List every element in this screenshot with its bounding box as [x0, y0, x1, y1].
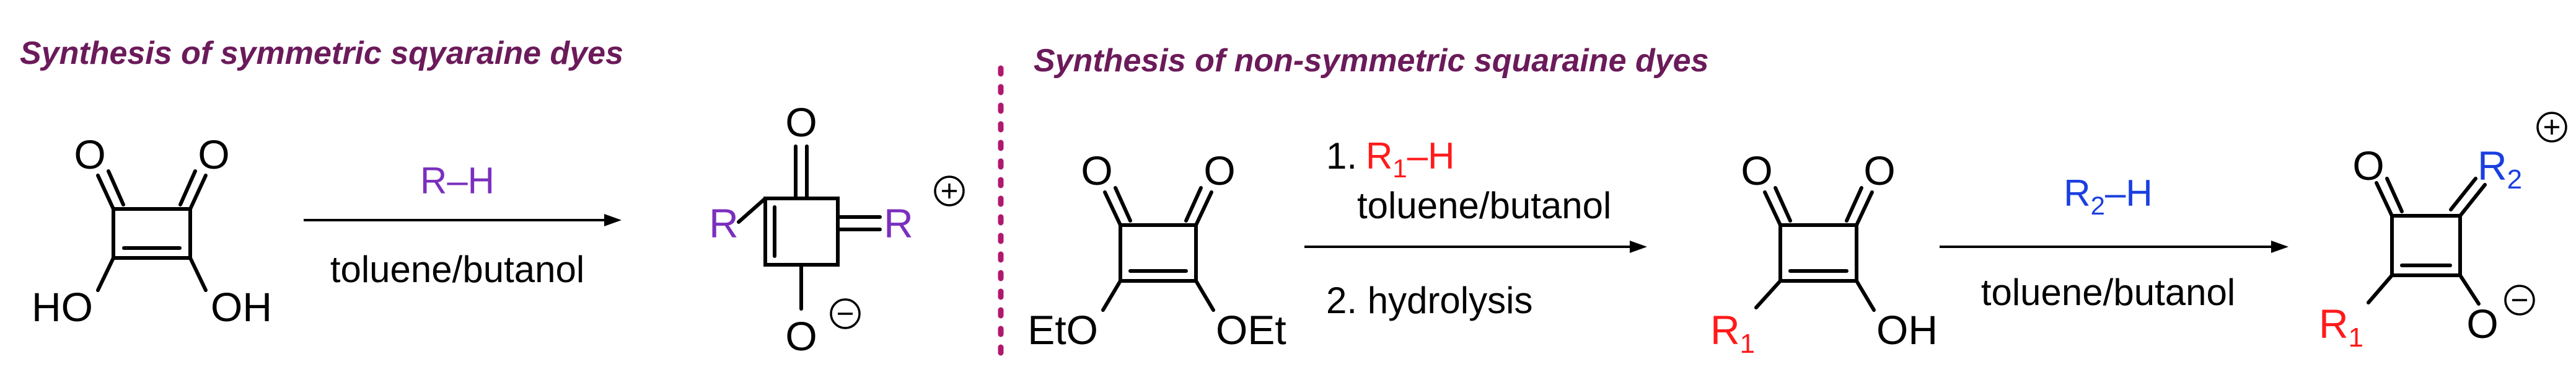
- atom-o-top-right: O: [1203, 148, 1235, 193]
- reaction-arrow-step-1: 1.R1–H toluene/butanol 2. hydrolysis: [1304, 135, 1647, 321]
- carbonyl-bond-left-2: [1114, 186, 1132, 223]
- carbonyl-bond-right: [1194, 190, 1213, 227]
- atom-oh: OH: [1876, 307, 1938, 353]
- bond-to-o-minus: [2458, 273, 2481, 306]
- atom-ho: HO: [32, 284, 93, 330]
- solvent-left: toluene/butanol: [330, 249, 584, 290]
- bond-to-ho: [96, 256, 115, 292]
- atom-eto: EtO: [1027, 307, 1098, 353]
- arrow-head: [604, 214, 622, 226]
- atom-o-bottom: O: [785, 313, 817, 359]
- solvent-right: toluene/butanol: [1981, 272, 2235, 313]
- bond-to-oh: [1855, 279, 1876, 312]
- carbonyl-bond-left: [2375, 181, 2394, 218]
- carbonyl-bond-right-2: [178, 169, 197, 206]
- carbonyl-bond-left-2: [107, 169, 125, 206]
- carbonyl-bond-left: [96, 174, 115, 211]
- ring-bonds: [112, 207, 192, 260]
- carbonyl-bond-left: [1763, 190, 1782, 227]
- carbonyl-bond-right-2: [1845, 186, 1863, 223]
- negative-charge-icon: [830, 298, 861, 329]
- step-1-reagent: 1.R1–H: [1326, 135, 1454, 183]
- carbonyl-bond-left-2: [1774, 186, 1792, 223]
- diethyl-squarate: O O EtO OEt: [1027, 148, 1286, 353]
- atom-o-top: O: [785, 99, 817, 145]
- symmetric-squaraine: O R R O: [709, 99, 965, 359]
- positive-charge-icon: [2536, 112, 2567, 143]
- bond-to-oet: [1194, 279, 1215, 312]
- carbonyl-bond-right: [1855, 190, 1874, 227]
- atom-o-top: O: [2352, 143, 2384, 188]
- negative-charge-icon: [2504, 285, 2535, 316]
- carbonyl-bond-left-2: [2385, 177, 2404, 213]
- step-1-solvent: toluene/butanol: [1357, 185, 1611, 226]
- atom-o-top-left: O: [1741, 148, 1772, 193]
- squaric-acid: O O HO OH: [32, 131, 272, 330]
- non-symmetric-squaraine: O R2 R1 O: [2319, 112, 2567, 353]
- arrow-head: [2271, 241, 2288, 253]
- heading-non-symmetric: Synthesis of non-symmetric squaraine dye…: [1034, 43, 1708, 79]
- positive-charge-icon: [934, 175, 965, 206]
- atom-oet: OEt: [1216, 307, 1286, 353]
- arrow-head: [1630, 241, 1647, 253]
- semisquaric-acid-intermediate: O O R1 OH: [1710, 148, 1938, 359]
- reagent-r-h: R–H: [420, 160, 495, 202]
- bond-to-r1: [1754, 279, 1782, 309]
- atom-o-top-left: O: [1081, 148, 1112, 193]
- bond-to-eto: [1101, 279, 1122, 312]
- heading-symmetric: Synthesis of symmetric sqyaraine dyes: [20, 35, 623, 71]
- carbonyl-bond-right-2: [1184, 186, 1203, 223]
- reaction-arrow-step-2: R2–H toluene/butanol: [1940, 172, 2288, 313]
- substituent-r1: R1: [1710, 307, 1755, 359]
- carbonyl-bond-left: [1103, 190, 1122, 227]
- substituent-r-left: R: [709, 200, 739, 246]
- atom-o-top-left: O: [74, 131, 105, 177]
- substituent-r-right: R: [884, 200, 913, 246]
- atom-o-top-right: O: [1863, 148, 1895, 193]
- ring-bonds: [763, 197, 840, 267]
- atom-o-top-right: O: [198, 131, 229, 177]
- substituent-r2: R2: [2477, 143, 2522, 195]
- step-2-hydrolysis: 2. hydrolysis: [1326, 280, 1532, 321]
- bond-to-r2-2: [2449, 177, 2477, 211]
- reagent-r2-h: R2–H: [2064, 172, 2152, 220]
- bond-to-oh: [188, 256, 208, 292]
- atom-oh: OH: [211, 284, 272, 330]
- bond-to-r-left: [737, 197, 767, 224]
- reaction-arrow-symmetric: R–H toluene/butanol: [304, 160, 622, 290]
- bond-to-r1: [2367, 273, 2394, 304]
- carbonyl-bond-right: [188, 174, 208, 211]
- substituent-r1: R1: [2319, 301, 2363, 353]
- atom-o-bottom: O: [2466, 301, 2498, 347]
- bond-to-r2: [2458, 183, 2487, 218]
